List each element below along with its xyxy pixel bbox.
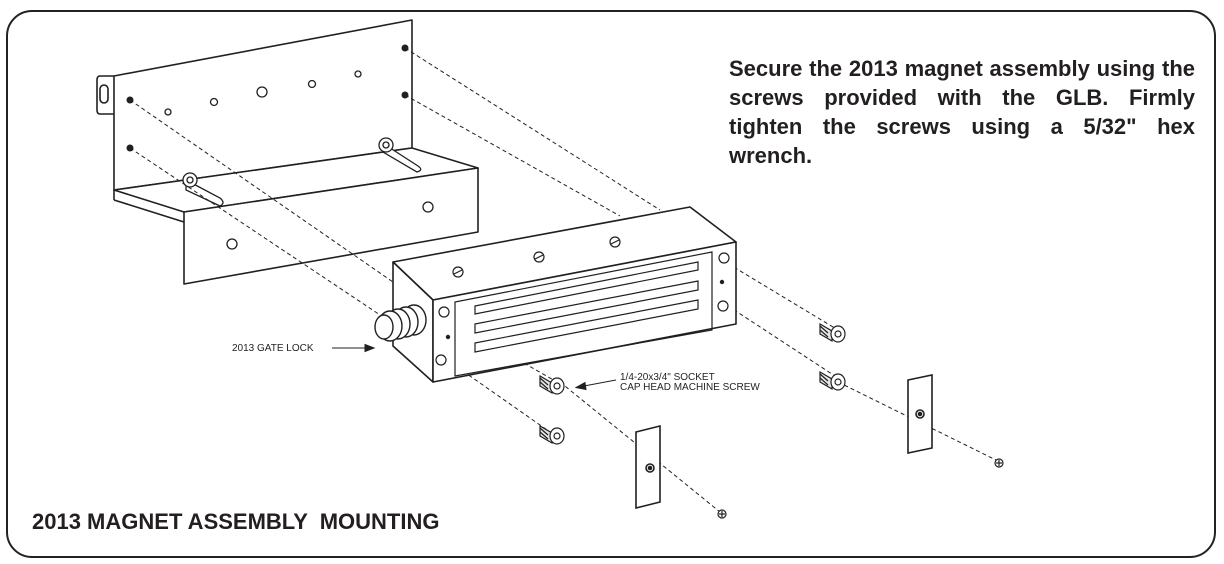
screw-callout-arrow: [574, 379, 617, 391]
instruction-text: Secure the 2013 magnet assembly using th…: [729, 56, 1195, 168]
machine-screw: [819, 322, 846, 343]
machine-screw: [539, 374, 565, 395]
gate-lock-arrow: [332, 343, 376, 353]
phillips-screw: [994, 458, 1004, 468]
cable-grommet: [374, 304, 427, 342]
bracket-slot-left: [182, 172, 224, 207]
diagram-title: 2013 MAGNET ASSEMBLY MOUNTING: [32, 509, 440, 534]
bracket-front-lip: [183, 167, 479, 285]
bracket-tab-slot: [99, 84, 109, 104]
bracket-holes: [164, 70, 434, 250]
armature-plate: [635, 424, 661, 510]
gate-lock-label: 2013 GATE LOCK: [232, 343, 314, 354]
magnet-top-screws: [452, 236, 621, 278]
screw-label-line2: CAP HEAD MACHINE SCREW: [620, 382, 760, 393]
mounting-bracket: [96, 19, 479, 285]
bracket-slot-right: [378, 137, 422, 173]
screw-label-line1: 1/4-20x3/4" SOCKET: [620, 372, 715, 383]
armature-plate: [907, 374, 933, 454]
phillips-screw: [717, 509, 727, 519]
machine-screw: [819, 370, 846, 391]
magnet-end-holes: [435, 252, 730, 366]
magnet-front-recess: [454, 251, 713, 377]
machine-screw: [539, 424, 565, 445]
